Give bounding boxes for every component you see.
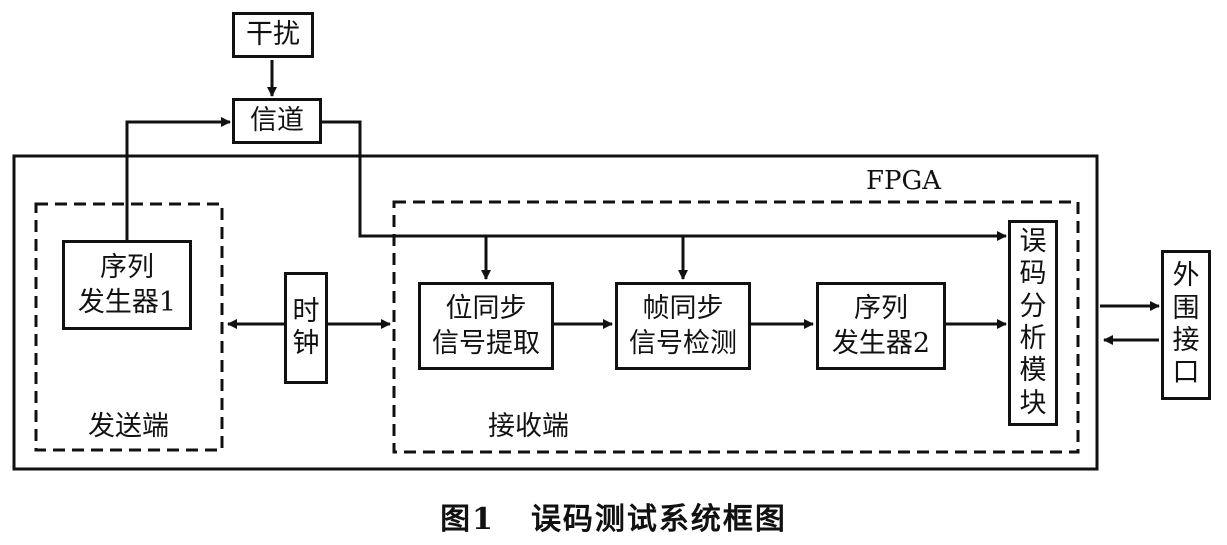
clock-block: 时 钟	[284, 272, 328, 384]
peripheral-interface-block: 外 围 接 口	[1161, 250, 1211, 400]
figure-title: 误码测试系统框图	[530, 502, 787, 537]
channel-block: 信道	[232, 98, 322, 144]
arrow-seqgen1-channel	[125, 117, 231, 240]
receiver-border	[392, 200, 1080, 454]
fpga-border	[12, 154, 1099, 471]
interference-block: 干扰	[232, 12, 314, 58]
transmitter-border	[34, 202, 224, 452]
transmitter-label: 发送端	[88, 411, 169, 442]
figure-number: 图1	[440, 502, 495, 537]
receiver-label: 接收端	[488, 411, 569, 442]
error-analysis-module-block: 误 码 分 析 模 块	[1008, 220, 1058, 426]
sequence-generator-1-block: 序列 发生器1	[62, 240, 192, 330]
sequence-generator-2-block: 序列 发生器2	[816, 282, 946, 370]
frame-sync-detection-block: 帧同步 信号检测	[615, 282, 751, 370]
figure-caption: 图1 误码测试系统框图	[0, 494, 1227, 538]
bit-sync-extraction-block: 位同步 信号提取	[418, 282, 554, 370]
fpga-label: FPGA	[866, 166, 942, 196]
